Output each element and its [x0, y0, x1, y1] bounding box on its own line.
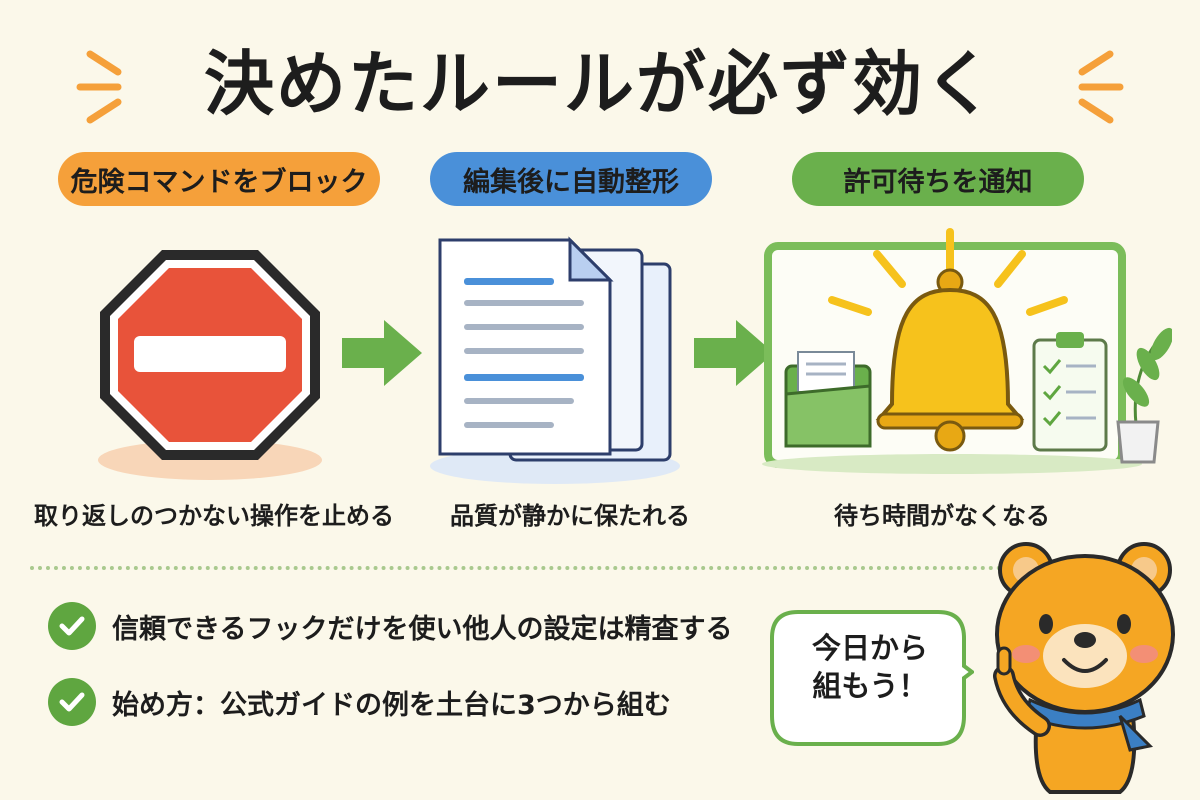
page-title: 決めたルールが必ず効く	[204, 43, 996, 125]
title-sparkle-left-icon	[76, 50, 122, 124]
speech-line-2: 組もう！	[812, 668, 928, 703]
step-label-format: 編集後に自動整形	[430, 152, 712, 206]
step-label-block: 危険コマンドをブロック	[58, 152, 380, 206]
speech-bubble	[770, 610, 974, 746]
bullet-text: 信頼できるフックだけを使い他人の設定は精査する	[112, 613, 733, 645]
speech-bubble-text: 今日から 組もう！	[790, 630, 950, 705]
bullet-item: 始め方：公式ガイドの例を土台に3つから組む	[48, 677, 671, 727]
bell-notification-icon	[762, 228, 1172, 474]
bullet-item: 信頼できるフックだけを使い他人の設定は精査する	[48, 601, 732, 651]
bear-mascot-icon	[993, 542, 1175, 794]
step-caption-notify: 待ち時間がなくなる	[834, 502, 1050, 530]
document-stack-icon	[430, 236, 680, 484]
title-sparkle-right-icon	[1078, 50, 1124, 124]
bullet-text: 始め方：公式ガイドの例を土台に3つから組む	[112, 689, 671, 721]
stop-sign-icon	[98, 250, 322, 480]
arrow-right-icon	[342, 320, 422, 386]
speech-line-1: 今日から	[811, 631, 928, 665]
step-label-notify: 許可待ちを通知	[792, 152, 1084, 206]
step-caption-block: 取り返しのつかない操作を止める	[34, 502, 394, 530]
checkmark-icon	[48, 678, 96, 726]
checkmark-icon	[48, 602, 96, 650]
section-divider	[30, 566, 1170, 570]
arrow-right-icon	[694, 320, 774, 386]
step-caption-format: 品質が静かに保たれる	[450, 502, 690, 530]
